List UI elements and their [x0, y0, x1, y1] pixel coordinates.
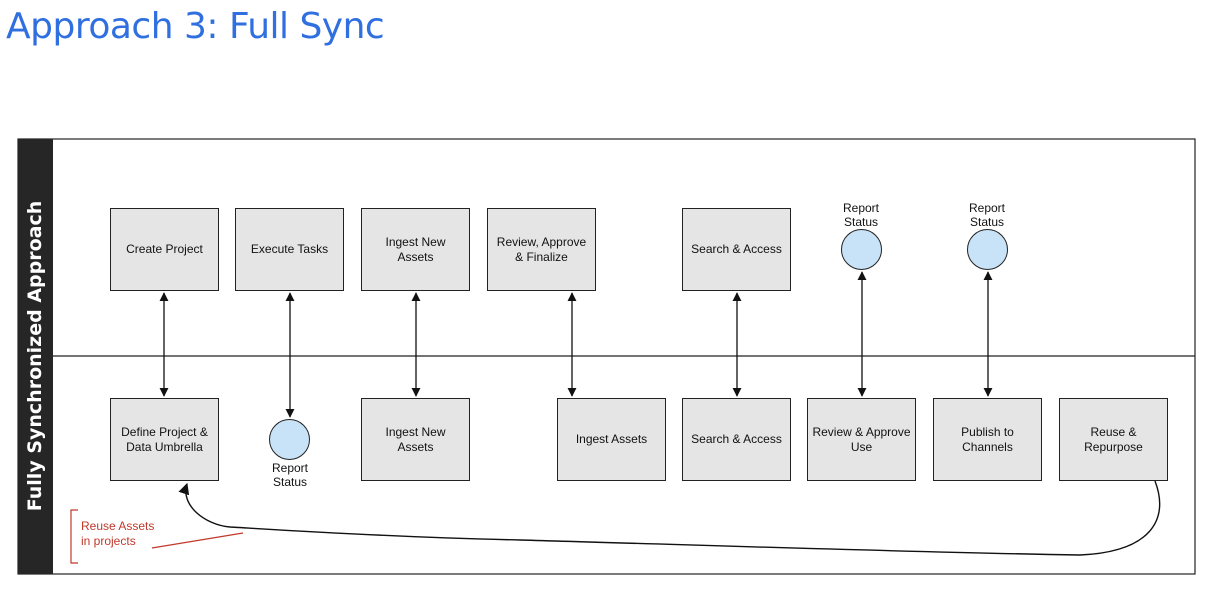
- ingest-new-assets-box: Ingest New Assets: [361, 208, 470, 291]
- reuse-repurpose-box: Reuse & Repurpose: [1059, 398, 1168, 481]
- search-access-box: Search & Access: [682, 208, 791, 291]
- ingest-assets-box: Ingest Assets: [557, 398, 666, 481]
- report-status-label: Report Status: [968, 201, 1006, 229]
- report-status-label: Report Status: [271, 461, 309, 489]
- reuse-loop-arrow: [178, 480, 1161, 556]
- define-project-box: Define Project & Data Umbrella: [110, 398, 219, 481]
- lane-header-bar: [18, 139, 53, 574]
- reuse-pointer-line: [151, 532, 244, 549]
- execute-tasks-box: Execute Tasks: [235, 208, 344, 291]
- create-project-box: Create Project: [110, 208, 219, 291]
- reuse-bracket: [70, 509, 78, 564]
- page-title: Approach 3: Full Sync: [6, 6, 385, 47]
- reuse-assets-note: Reuse Assets in projects: [81, 519, 155, 548]
- report-status-circle: [269, 419, 310, 460]
- report-status-label: Report Status: [842, 201, 880, 229]
- report-status-circle: [841, 229, 882, 270]
- review-approve-use-box: Review & Approve Use: [807, 398, 916, 481]
- search-access-box: Search & Access: [682, 398, 791, 481]
- lane-title: Fully Synchronized Approach: [24, 200, 46, 512]
- ingest-new-assets-box: Ingest New Assets: [361, 398, 470, 481]
- publish-channels-box: Publish to Channels: [933, 398, 1042, 481]
- report-status-circle: [967, 229, 1008, 270]
- review-approve-finalize-box: Review, Approve & Finalize: [487, 208, 596, 291]
